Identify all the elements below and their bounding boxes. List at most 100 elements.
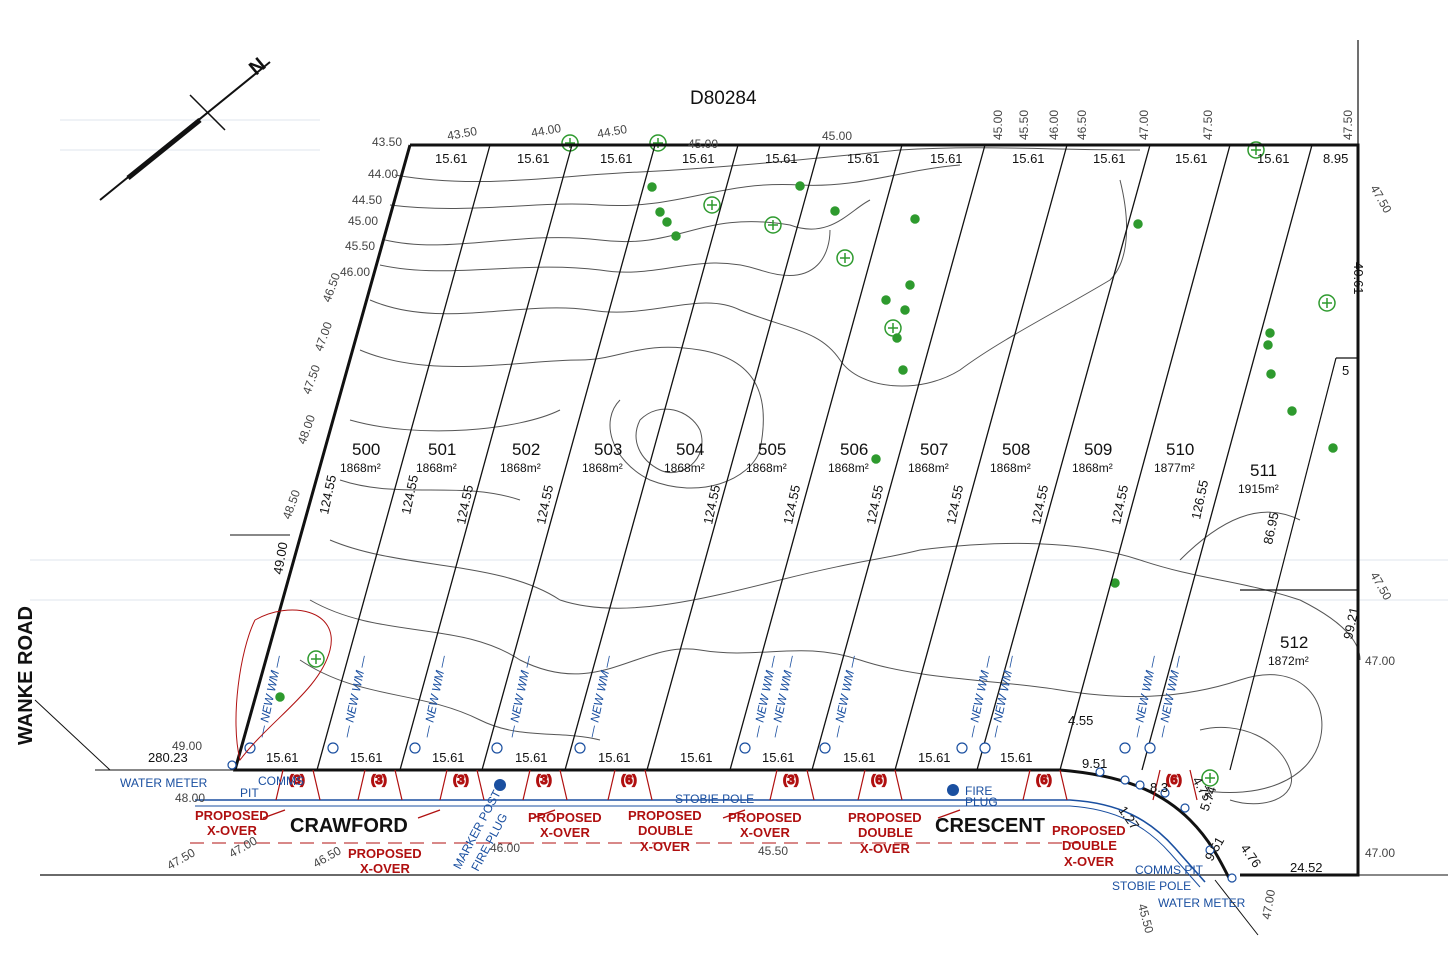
water-meter-marker: [327, 742, 339, 754]
water-meter-label-east: WATER METER: [1158, 896, 1246, 910]
lot-depth: 86.95: [1260, 511, 1281, 546]
frontage-dim-bottom: 15.61: [350, 750, 383, 765]
crossover-count: (3): [371, 772, 387, 787]
contour-label-top: 43.50: [446, 124, 478, 143]
water-meter-marker: [979, 742, 991, 754]
service-point-marker: [1205, 845, 1215, 855]
crossover-arrow: [262, 809, 286, 819]
crossover-count: (6): [871, 772, 887, 787]
shrub-icon: [1263, 340, 1273, 350]
lot-number: 509: [1084, 440, 1112, 459]
proposed-crossover-labels: PROPOSED X-OVER PROPOSED X-OVER PROPOSED…: [195, 808, 1126, 876]
lot-area: 1868m²: [746, 461, 787, 475]
water-meter-marker: [1119, 742, 1131, 754]
crossover-count: (3): [289, 772, 305, 787]
crossover-count: (3): [536, 772, 552, 787]
proposed-xover-1-b: X-OVER: [207, 823, 257, 838]
contour-label-left: 43.50: [372, 135, 402, 149]
corner-dim: 4.55: [1068, 713, 1093, 728]
lot-divider: [729, 144, 903, 771]
contour-label-left: 46.00: [340, 265, 370, 279]
contour-label-bottom: 46.00: [490, 841, 520, 855]
tree-icon: [764, 216, 782, 234]
shrub-icon: [671, 231, 681, 241]
lot-area: 1877m²: [1154, 461, 1195, 475]
shrub-icon: [892, 333, 902, 343]
crossover-arrow: [532, 809, 556, 819]
lot-area: 1868m²: [664, 461, 705, 475]
contour-label-top: 47.50: [1341, 110, 1355, 140]
lot-dividers: [316, 144, 1358, 771]
contour-label-left: 45.50: [345, 239, 375, 253]
lot-depth: 99.21: [1340, 606, 1361, 641]
contour-label-bottom: 45.50: [758, 844, 788, 858]
tree-markers: [275, 134, 1338, 787]
lot-divider: [1141, 144, 1313, 771]
lot-area: 1868m²: [500, 461, 541, 475]
water-meter-marker: [409, 742, 421, 754]
water-meter-marker: [1144, 742, 1156, 754]
shrub-icon: [1133, 219, 1143, 229]
water-meter-marker: [574, 742, 586, 754]
shrub-icon: [910, 214, 920, 224]
lot-number: 501: [428, 440, 456, 459]
lot-divider: [481, 144, 656, 771]
contour-label-left: 49.00: [172, 739, 202, 753]
frontage-dim-top: 15.61: [930, 151, 963, 166]
tree-icon: [649, 134, 667, 152]
lot-number: 505: [758, 440, 786, 459]
contour-label-right: 47.00: [1365, 846, 1395, 860]
tree-icon-cross: [888, 323, 898, 333]
tree-icon: [1247, 141, 1265, 159]
stobie-pole-label-east: STOBIE POLE: [1112, 879, 1191, 893]
lot-number: 512: [1280, 633, 1308, 652]
contour-label-top: 44.50: [596, 122, 628, 141]
stobie-pole-label: STOBIE POLE: [675, 792, 754, 806]
service-point-marker: [1095, 767, 1105, 777]
proposed-double-2-a: PROPOSED: [848, 810, 922, 825]
shrub-icon: [1328, 443, 1338, 453]
contour-label-top: 46.50: [1075, 110, 1089, 140]
lot-area: 1872m²: [1268, 654, 1309, 668]
tree-icon: [836, 249, 854, 267]
fire-plug-icon: [494, 779, 506, 791]
crossover-count: (6): [1166, 772, 1182, 787]
lot-number: 507: [920, 440, 948, 459]
road-reserve: [34, 534, 1448, 936]
contour-label-bottom: 48.00: [175, 791, 205, 805]
lot-area: 1868m²: [1072, 461, 1113, 475]
background-ghost-lines: [30, 119, 1448, 601]
contour-label-top: 47.50: [1201, 110, 1215, 140]
frontage-dim-bottom: 15.61: [762, 750, 795, 765]
lot-number: 510: [1166, 440, 1194, 459]
road-name-crawford: CRAWFORD: [290, 815, 408, 837]
lot-number: 508: [1002, 440, 1030, 459]
tree-icon: [703, 196, 721, 214]
lot-area: 1868m²: [990, 461, 1031, 475]
frontage-dim-bottom: 15.61: [266, 750, 299, 765]
service-point-marker: [1135, 780, 1145, 790]
east-step: [1229, 40, 1359, 771]
contour-label-left: 44.00: [368, 167, 398, 181]
frontage-dim-bottom: 15.61: [680, 750, 713, 765]
shrub-icon: [871, 454, 881, 464]
shrub-icon: [795, 181, 805, 191]
crossover-arrow: [417, 809, 441, 819]
crossover-count: (6): [621, 772, 637, 787]
lot-area: 1868m²: [908, 461, 949, 475]
lot-area: 1868m²: [828, 461, 869, 475]
proposed-double-1-b: DOUBLE: [638, 823, 693, 838]
frontage-dim-top: 15.61: [682, 151, 715, 166]
crossover-splay: [439, 769, 485, 801]
road-name-crescent: CRESCENT: [935, 815, 1045, 837]
tree-icon-cross: [1205, 773, 1215, 783]
frontage-dim-bottom: 15.61: [843, 750, 876, 765]
crossover-count: (6): [1036, 772, 1052, 787]
proposed-xover-3-b: X-OVER: [540, 825, 590, 840]
crossover-count: (3): [453, 772, 469, 787]
crossover-splay: [857, 769, 903, 801]
lot-area: 1915m²: [1238, 482, 1279, 496]
proposed-double-3-b: DOUBLE: [1062, 838, 1117, 853]
